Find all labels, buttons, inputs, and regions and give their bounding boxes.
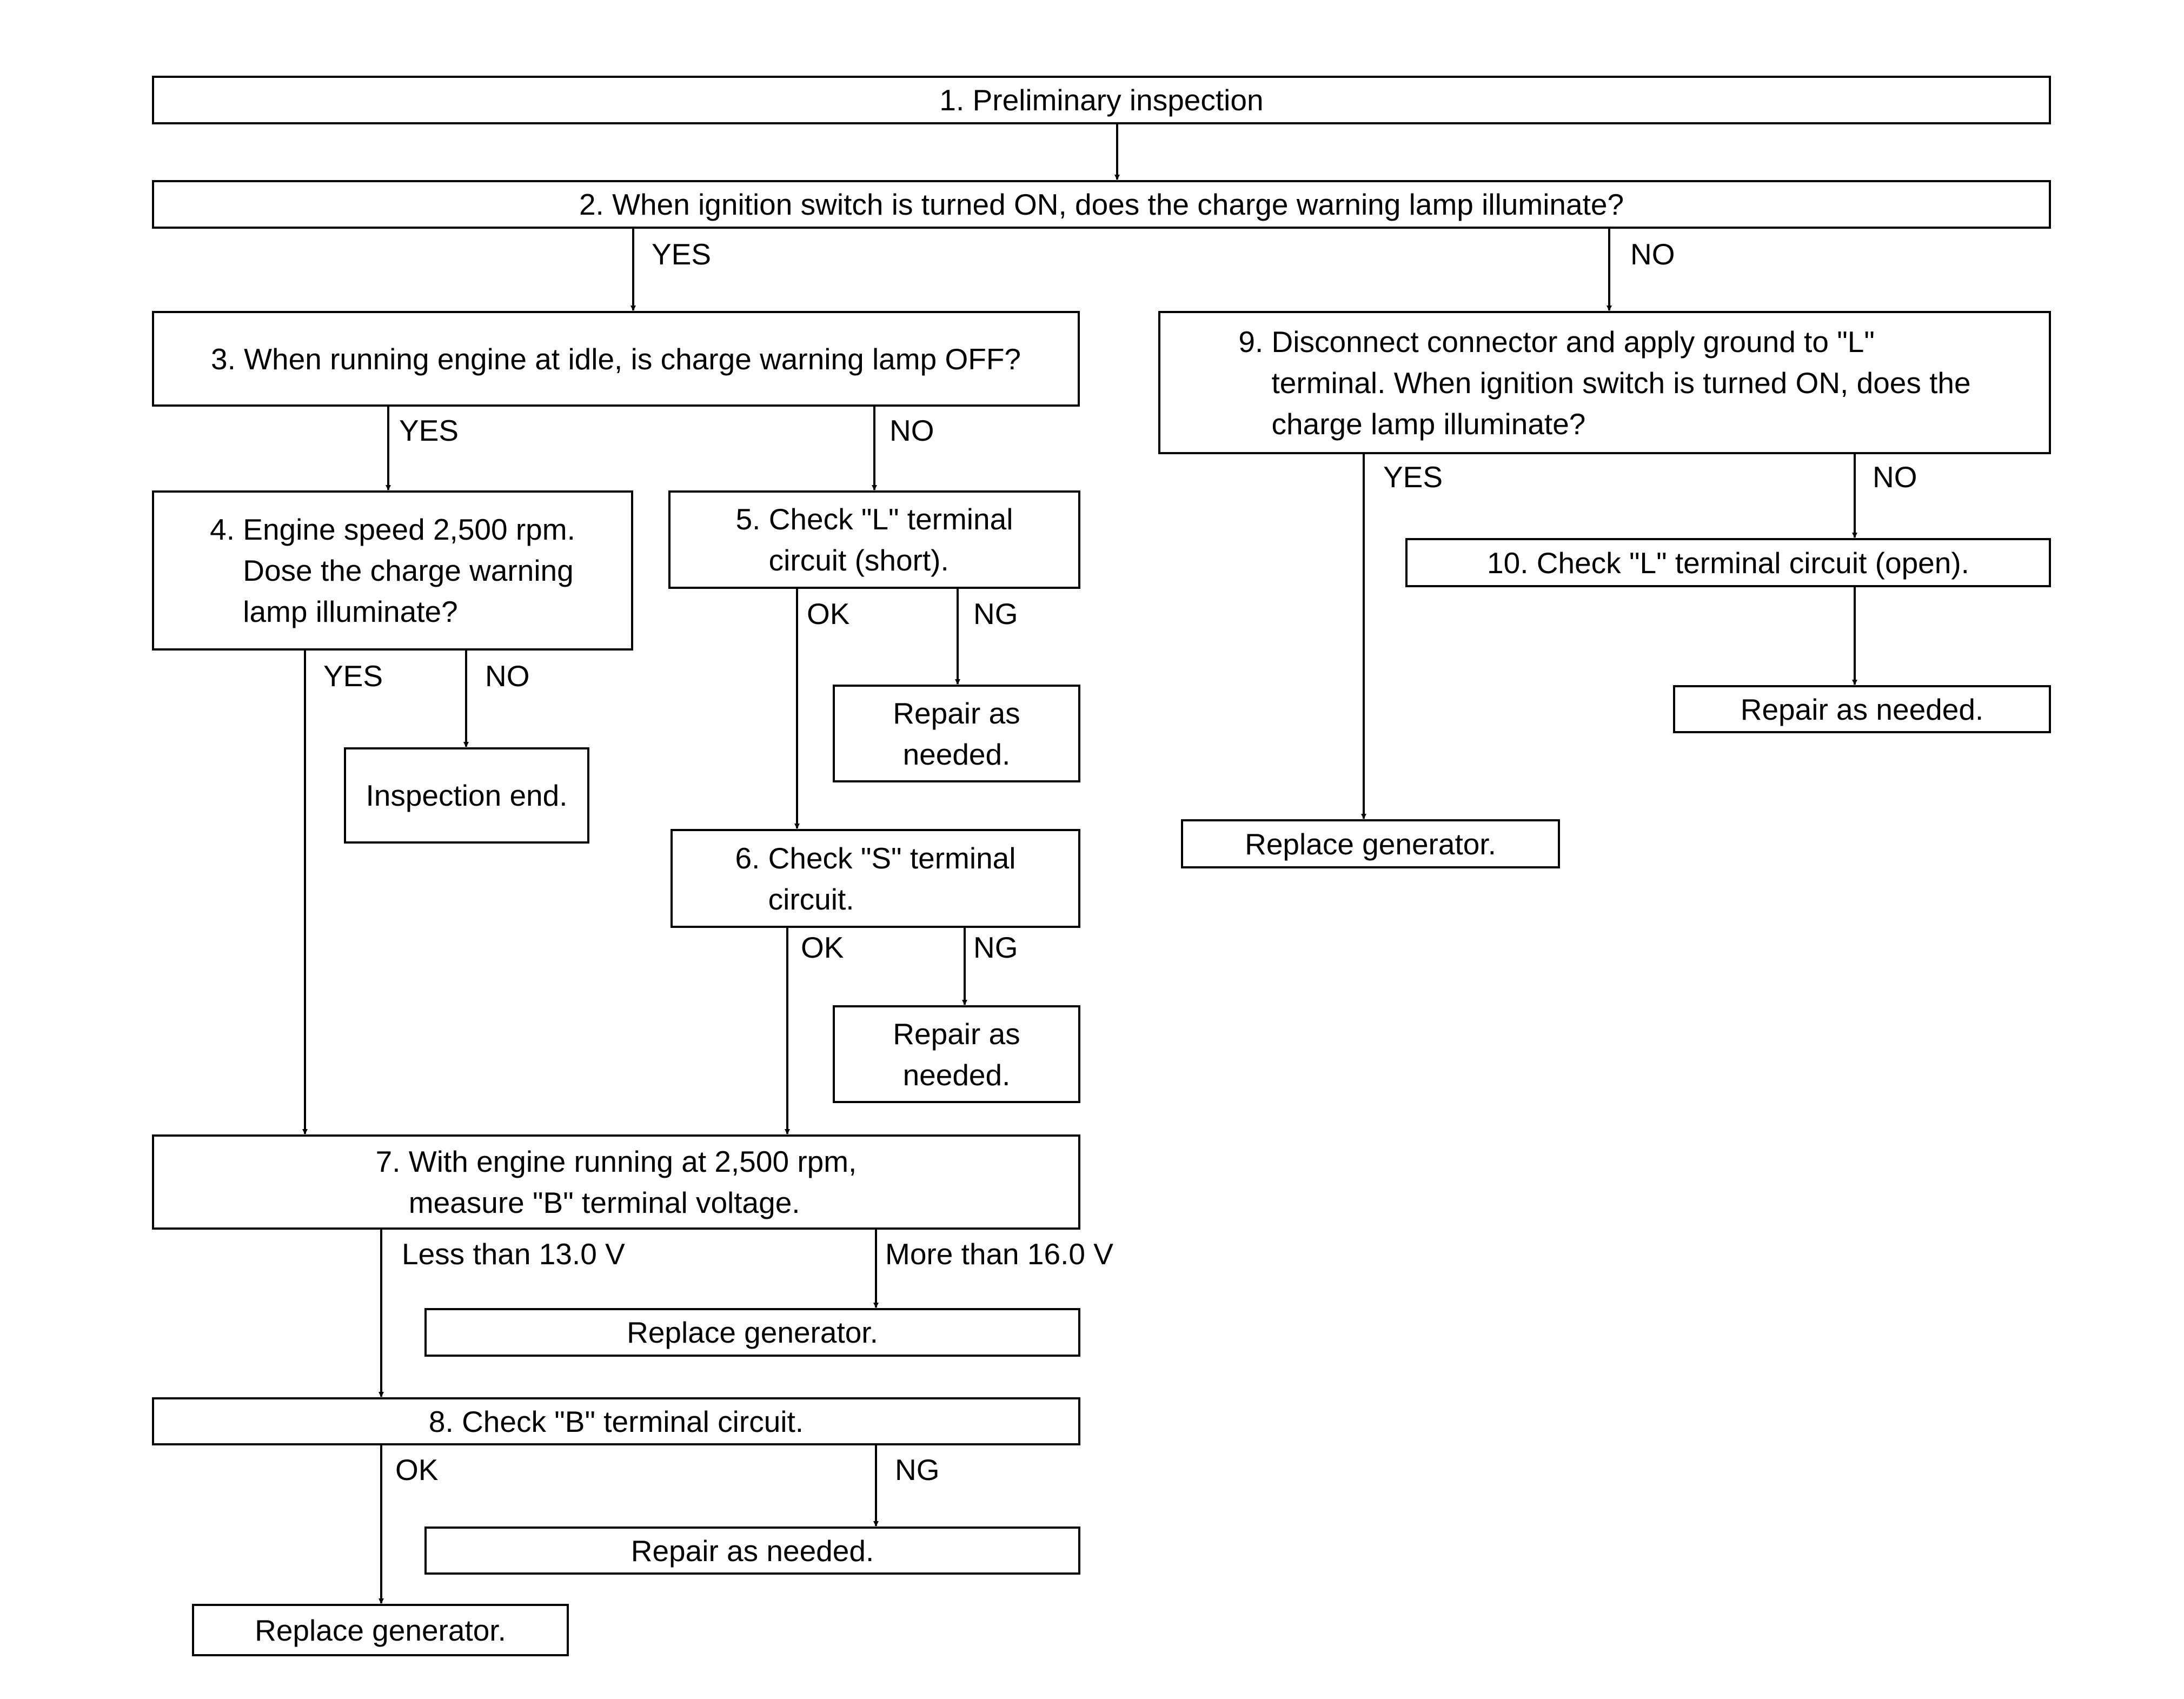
result-replace-8-box: Replace generator. — [192, 1604, 569, 1656]
label-more-7: More than 16.0 V — [885, 1237, 1113, 1271]
result-inspection-end-text: Inspection end. — [366, 779, 568, 812]
label-ok-5: OK — [807, 597, 850, 631]
step-10-box: 10. Check "L" terminal circuit (open). — [1405, 538, 2051, 587]
label-no-3: NO — [889, 414, 934, 447]
label-ng-5: NG — [973, 597, 1018, 631]
step-3-text: 3. When running engine at idle, is charg… — [210, 342, 1021, 376]
result-repair-8-box: Repair as needed. — [424, 1527, 1080, 1575]
step-1-box: 1. Preliminary inspection — [152, 76, 2051, 124]
step-5-text: 5. Check "L" terminal circuit (short). — [735, 502, 1013, 577]
result-replace-9-box: Replace generator. — [1181, 819, 1560, 868]
result-repair-5-box: Repair as needed. — [833, 685, 1080, 782]
label-ng-8: NG — [895, 1453, 940, 1486]
label-ok-6: OK — [801, 931, 844, 964]
result-repair-10-box: Repair as needed. — [1673, 685, 2051, 733]
step-5-box: 5. Check "L" terminal circuit (short). — [668, 490, 1080, 589]
step-6-box: 6. Check "S" terminal circuit. — [671, 829, 1080, 928]
step-7-text: 7. With engine running at 2,500 rpm, mea… — [375, 1145, 857, 1219]
result-inspection-end-box: Inspection end. — [344, 747, 589, 844]
step-4-text: 4. Engine speed 2,500 rpm. Dose the char… — [210, 513, 575, 628]
result-repair-10-text: Repair as needed. — [1740, 692, 1984, 726]
label-yes-3: YES — [399, 414, 459, 447]
step-9-box: 9. Disconnect connector and apply ground… — [1158, 311, 2051, 454]
label-ng-6: NG — [973, 931, 1018, 964]
step-8-box: 8. Check "B" terminal circuit. — [152, 1397, 1080, 1445]
label-yes-2: YES — [652, 237, 712, 271]
label-yes-4: YES — [323, 659, 383, 693]
result-replace-7-box: Replace generator. — [424, 1308, 1080, 1357]
label-no-2: NO — [1630, 237, 1675, 271]
result-repair-8-text: Repair as needed. — [630, 1534, 874, 1568]
label-no-4: NO — [485, 659, 530, 693]
result-replace-9-text: Replace generator. — [1245, 827, 1496, 861]
step-7-box: 7. With engine running at 2,500 rpm, mea… — [152, 1134, 1080, 1230]
label-less-7: Less than 13.0 V — [402, 1237, 625, 1271]
step-9-text: 9. Disconnect connector and apply ground… — [1238, 324, 1971, 441]
step-8-text: 8. Check "B" terminal circuit. — [428, 1404, 804, 1438]
result-repair-5-text: Repair as needed. — [893, 696, 1020, 771]
step-2-box: 2. When ignition switch is turned ON, do… — [152, 180, 2051, 229]
step-10-text: 10. Check "L" terminal circuit (open). — [1487, 546, 1969, 580]
label-yes-9: YES — [1383, 460, 1443, 494]
result-replace-7-text: Replace generator. — [627, 1316, 878, 1349]
step-3-box: 3. When running engine at idle, is charg… — [152, 311, 1080, 407]
result-repair-6-text: Repair as needed. — [893, 1017, 1020, 1092]
result-replace-8-text: Replace generator. — [255, 1613, 506, 1647]
step-2-text: 2. When ignition switch is turned ON, do… — [579, 188, 1624, 221]
label-ok-8: OK — [395, 1453, 439, 1486]
step-6-text: 6. Check "S" terminal circuit. — [735, 841, 1016, 916]
step-1-text: 1. Preliminary inspection — [939, 83, 1264, 117]
label-no-9: NO — [1873, 460, 1917, 494]
step-4-box: 4. Engine speed 2,500 rpm. Dose the char… — [152, 490, 633, 651]
result-repair-6-box: Repair as needed. — [833, 1005, 1080, 1103]
